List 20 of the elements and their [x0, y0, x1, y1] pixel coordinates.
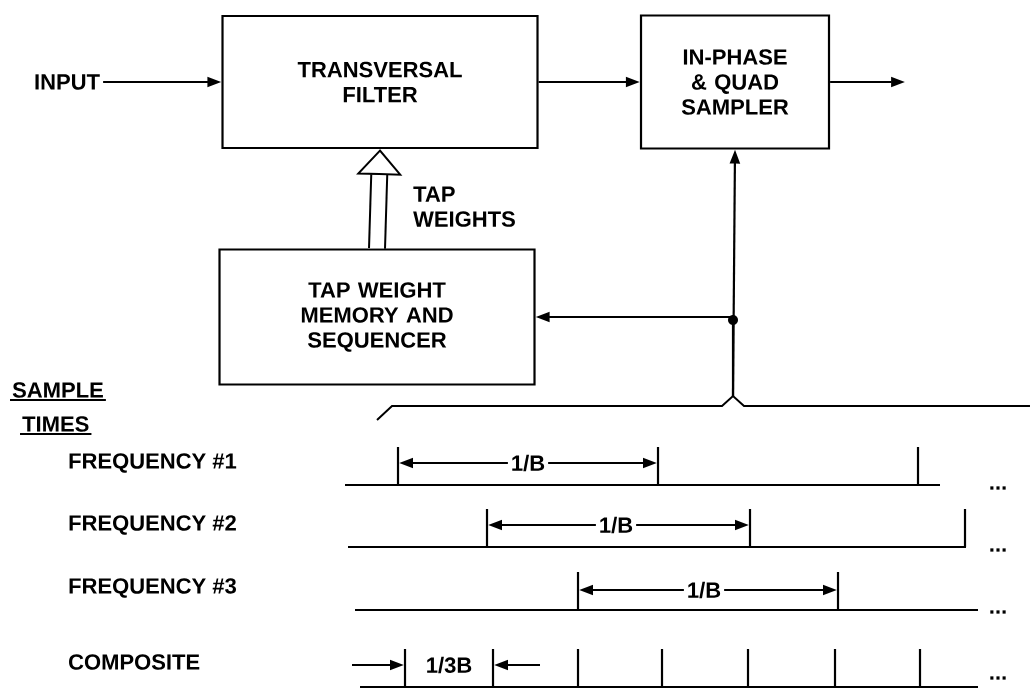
heading: SAMPLE — [9, 382, 107, 401]
ellipsis: ... — [990, 486, 1006, 490]
ellipsis: ... — [990, 610, 1006, 614]
input-label: INPUT — [35, 74, 100, 90]
row-label: FREQUENCY #3 — [69, 578, 236, 598]
block-box: TAP WEIGHT MEMORY AND SEQUENCER — [218, 248, 536, 386]
dimension-label: 1/3B — [422, 653, 476, 677]
row-label: COMPOSITE — [69, 654, 200, 670]
row-label: FREQUENCY #1 — [69, 453, 237, 473]
brace — [376, 394, 1030, 421]
dimension-label: 1/B — [683, 578, 725, 602]
dimension-label: 1/B — [595, 513, 637, 537]
heading: TIMES — [19, 416, 93, 435]
ellipsis: ... — [990, 676, 1006, 680]
row-label: FREQUENCY #2 — [69, 515, 236, 535]
ellipsis: ... — [990, 548, 1006, 552]
dimension-label: 1/B — [507, 451, 549, 475]
block-box: TRANSVERSAL FILTER — [221, 14, 539, 150]
edge-label: TAP WEIGHTS — [413, 186, 515, 227]
block-box: IN-PHASE & QUAD SAMPLER — [639, 14, 831, 150]
